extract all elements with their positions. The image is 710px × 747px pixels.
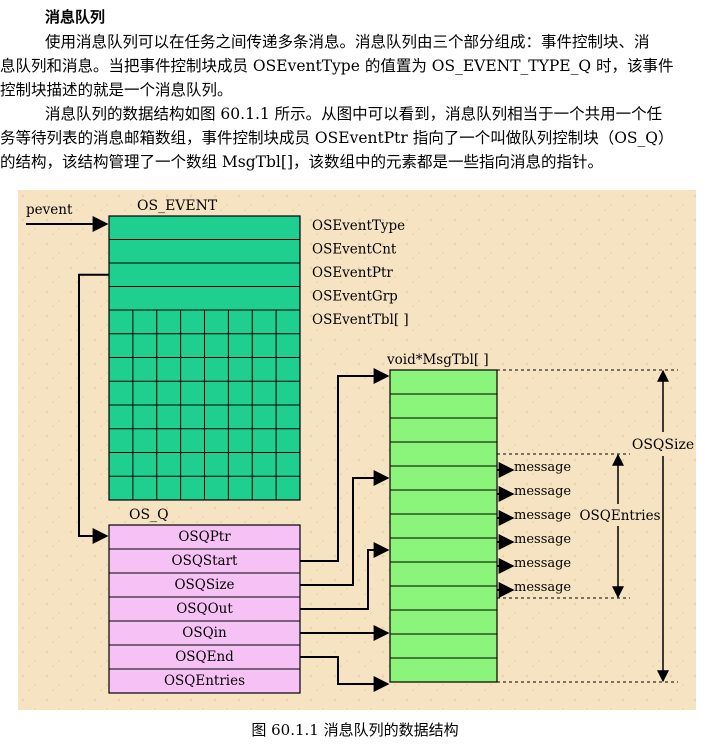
figure-canvas: OS_EVENT OSEventTypeOSEventCntOSEventPtrO…	[18, 190, 696, 710]
os-q-field-label: OSQSize	[174, 577, 234, 593]
osqentries-label: OSQEntries	[579, 508, 660, 524]
os-event-title: OS_EVENT	[137, 198, 218, 214]
message-label: message	[514, 508, 571, 523]
event-ptr-to-osq-arrow	[78, 273, 109, 544]
section-title: 消息队列	[45, 8, 106, 26]
osqsize-label: OSQSize	[632, 437, 694, 453]
msgtbl-block	[389, 369, 498, 683]
osqstart-arrow	[300, 368, 390, 562]
osqout-arrow	[300, 542, 390, 610]
os-q-field-label: OSQEntries	[164, 673, 245, 689]
os-q-field-label: OSQEnd	[175, 649, 234, 665]
paragraph-2: 消息队列的数据结构如图 60.1.1 所示。从图中可以看到，消息队列相当于一个共…	[0, 102, 710, 174]
os-event-field-label: OSEventGrp	[312, 289, 398, 305]
os-q-field-label: OSQPtr	[178, 529, 231, 545]
figure-caption: 图 60.1.1 消息队列的数据结构	[251, 721, 459, 739]
os-q-field-label: OSQOut	[176, 601, 233, 617]
os-q-title: OS_Q	[129, 507, 169, 523]
os-event-field-label: OSEventCnt	[312, 242, 397, 258]
os-event-field-label: OSEventType	[312, 218, 405, 234]
osqsize-label-bg	[633, 432, 695, 456]
paragraph-1: 使用消息队列可以在任务之间传递多条消息。消息队列由三个部分组成：事件控制块、消 …	[0, 30, 710, 102]
paragraph-1-line-2: 息队列和消息。当把事件控制块成员 OSEventType 的值置为 OS_EVE…	[0, 57, 674, 75]
os-q-field-label: OSQStart	[172, 553, 239, 569]
message-label: message	[514, 556, 571, 571]
os-q-field-label: OSQin	[182, 625, 227, 641]
message-label: message	[514, 580, 571, 595]
paragraph-2-line-1: 消息队列的数据结构如图 60.1.1 所示。从图中可以看到，消息队列相当于一个共…	[45, 105, 663, 123]
message-label: message	[514, 484, 571, 499]
paragraph-2-line-3: 的结构，该结构管理了一个数组 MsgTbl[]，该数组中的元素都是一些指向消息的…	[0, 153, 603, 171]
os-q-block	[108, 524, 301, 694]
paragraph-1-line-3: 控制块描述的就是一个消息队列。	[0, 81, 233, 99]
os-event-field-label: OSEventTbl[ ]	[312, 312, 409, 328]
osqentries-label-bg	[582, 504, 660, 526]
os-event-field-label: OSEventPtr	[312, 265, 393, 281]
message-label: message	[514, 460, 571, 475]
paragraph-2-line-2: 务等待列表的消息邮箱数组，事件控制块成员 OSEventPtr 指向了一个叫做队…	[0, 129, 674, 147]
msgtbl-title: void*MsgTbl[ ]	[386, 352, 489, 368]
pevent-label: pevent	[26, 202, 73, 218]
paragraph-1-line-1: 使用消息队列可以在任务之间传递多条消息。消息队列由三个部分组成：事件控制块、消	[45, 33, 650, 51]
osqsize-link-arrow	[300, 470, 390, 586]
osqend-arrow	[300, 656, 390, 692]
message-label: message	[514, 532, 571, 547]
